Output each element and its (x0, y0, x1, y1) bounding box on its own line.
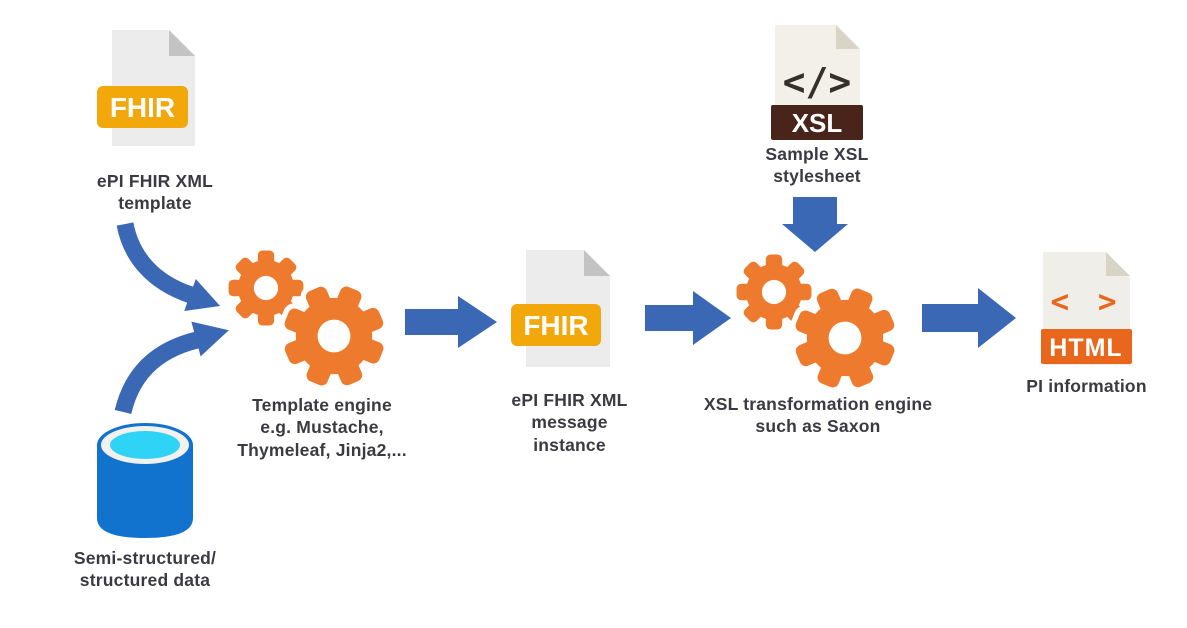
xsl-band-label: XSL (792, 108, 843, 138)
source-data-label: Semi-structured/ structured data (73, 548, 217, 591)
xslt-engine-gears-icon (737, 255, 912, 405)
flow-arrow-message-to-xslt-icon (645, 291, 731, 345)
curved-arrow-data-to-engine-icon (114, 321, 229, 415)
database-cylinder-icon (97, 423, 193, 538)
fhir-message-file-icon: FHIR (511, 250, 610, 367)
fhir-template-file-icon: FHIR (97, 30, 195, 146)
html-band (1041, 329, 1132, 364)
output-file-label: PI information (1026, 376, 1147, 396)
fhir-badge-label: FHIR (110, 92, 175, 123)
template-engine-gears-icon (229, 251, 401, 403)
xslt-engine-label: XSL transformation engine such as Saxon (703, 394, 933, 437)
code-glyph-icon: </> (783, 60, 852, 104)
fhir-badge-label: FHIR (523, 310, 588, 341)
xsl-stylesheet-file-icon: </> XSL (771, 25, 863, 140)
down-arrow-stylesheet-to-xslt-icon (782, 197, 848, 252)
html-band-label: HTML (1049, 334, 1122, 362)
template-engine-label: Template engine e.g. Mustache, Thymeleaf… (237, 395, 407, 460)
curved-arrow-template-to-engine-icon (116, 222, 221, 311)
xsl-band (771, 105, 863, 140)
html-output-file-icon: < > HTML (1041, 252, 1132, 365)
code-glyph-icon: < > (1051, 284, 1122, 320)
fhir-badge (97, 86, 188, 128)
fhir-badge (511, 304, 601, 346)
flow-arrow-xslt-to-html-icon (922, 288, 1016, 348)
stylesheet-file-label: Sample XSL stylesheet (765, 144, 869, 187)
flow-arrow-engine-to-message-icon (405, 296, 497, 348)
template-file-label: ePI FHIR XML template (96, 171, 214, 214)
message-file-label: ePI FHIR XML message instance (511, 390, 628, 455)
